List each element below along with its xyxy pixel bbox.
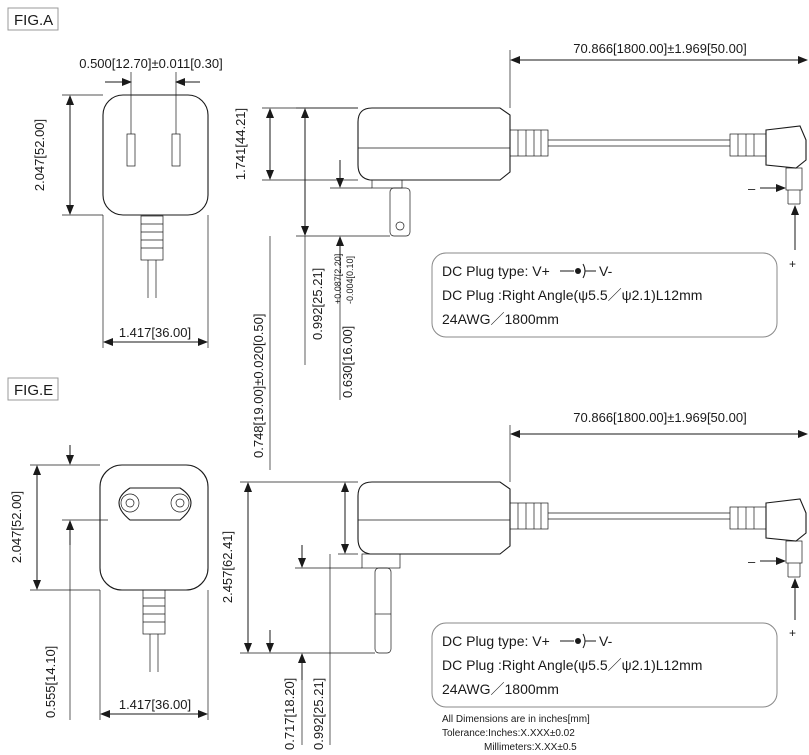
- dc-plug-head: [765, 125, 807, 169]
- dc-plug-head-e: [765, 498, 807, 542]
- strain-relief: [140, 215, 164, 261]
- spec-box-e: [431, 622, 778, 708]
- spec-e-line1: DC Plug type: V+: [442, 633, 550, 649]
- dim-side-height: 1.741[44.21]: [233, 108, 248, 180]
- fig-a-label-box: [7, 7, 59, 31]
- dim-pin-tol-minus: -0.004[0.10]: [345, 256, 355, 304]
- euro-plug-face: [118, 487, 192, 521]
- blade-base: [371, 179, 403, 189]
- dc-plug-strain-relief-e: [729, 506, 767, 530]
- dim-bottom-b: 0.992[25.21]: [311, 678, 326, 750]
- spec-e-line1-suffix: V-: [599, 633, 613, 649]
- fig-a-label: FIG.A: [14, 12, 53, 29]
- dim-pin-offset: 0.748[19.00]±0.020[0.50]: [251, 314, 266, 458]
- adapter-front-body: [102, 94, 209, 216]
- dim-height-front: 2.047[52.00]: [32, 119, 47, 191]
- spec-a-line1-suffix: V-: [599, 263, 613, 279]
- strain-relief-e: [142, 589, 166, 635]
- spec-e-line2: DC Plug :Right Angle(ψ5.5／ψ2.1)L12mm: [442, 657, 702, 673]
- fig-a-front-view: [102, 94, 209, 298]
- plug-blade-side: [389, 187, 411, 237]
- spec-a-line2: DC Plug :Right Angle(ψ5.5／ψ2.1)L12mm: [442, 287, 702, 303]
- spec-a-line1: DC Plug type: V+: [442, 263, 550, 279]
- dim-pin-tol-plus: +0.087[2.20]: [333, 254, 343, 304]
- dim-width-front-e: 1.417[36.00]: [119, 697, 191, 712]
- euro-pin-base: [361, 553, 401, 569]
- dim-pin-position: 0.555[14.10]: [43, 646, 58, 718]
- fig-e-label: FIG.E: [14, 382, 53, 399]
- fig-a-side-view: [357, 107, 807, 237]
- cable-strain-relief-e: [509, 502, 549, 530]
- spec-a-line3: 24AWG／1800mm: [442, 311, 559, 327]
- adapter-front-body-e: [99, 464, 209, 591]
- dim-pin-length: 0.630[16.00]: [340, 326, 355, 398]
- polarity-minus-e: –: [748, 554, 756, 569]
- note-tolerance: Tolerance:Inches:X.XXX±0.02: [442, 728, 575, 739]
- euro-pin: [374, 567, 392, 654]
- dim-pin-spacing: 0.500[12.70]±0.011[0.30]: [79, 56, 223, 71]
- dim-height-front-e: 2.047[52.00]: [9, 491, 24, 563]
- dim-cable-length-e: 70.866[1800.00]±1.969[50.00]: [573, 410, 746, 425]
- fig-e-front-view: [99, 464, 209, 672]
- dc-plug-barrel-e: [785, 540, 803, 564]
- polarity-minus-a: –: [748, 181, 756, 196]
- dc-plug-barrel: [785, 167, 803, 191]
- fig-e-label-box: [7, 377, 59, 401]
- dim-width-front: 1.417[36.00]: [119, 325, 191, 340]
- dim-bottom-a: 0.717[18.20]: [282, 678, 297, 750]
- fig-e: FIG.E 70.866[1800.00]±1.969[50.00] 2.0: [7, 377, 808, 753]
- adapter-side-body: [357, 107, 511, 181]
- dc-plug-strain-relief: [729, 133, 767, 157]
- spec-e-line3: 24AWG／1800mm: [442, 681, 559, 697]
- dim-side-total-height: 2.457[62.41]: [220, 531, 235, 603]
- fig-a: FIG.A 0.500[12.70]±0.011[0.30] 2.047[52.…: [7, 7, 808, 400]
- dim-cable-length-a: 70.866[1800.00]±1.969[50.00]: [573, 41, 746, 56]
- cable-strain-relief: [509, 129, 549, 157]
- polarity-plus-a: +: [789, 257, 796, 271]
- spec-box-a: [431, 252, 778, 338]
- dim-side-depth: 0.992[25.21]: [310, 268, 325, 340]
- note-dimensions: All Dimensions are in inches[mm]: [442, 714, 590, 725]
- note-millimeters: Millimeters:X.XX±0.5: [484, 742, 577, 753]
- fig-e-side-view: [357, 481, 807, 654]
- adapter-side-body-e: [357, 481, 511, 555]
- polarity-plus-e: +: [789, 626, 796, 640]
